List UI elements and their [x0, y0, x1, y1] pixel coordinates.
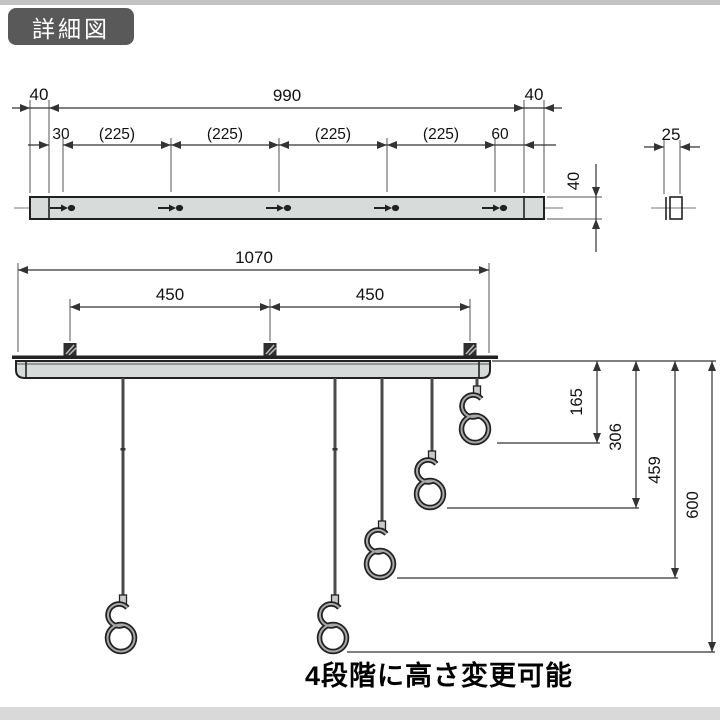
dim-section-width-label: 25	[662, 125, 681, 144]
top-view: 40 990 40 30 (225) (225)	[12, 85, 602, 252]
ceiling-plate	[12, 355, 498, 359]
hanger-hook-459	[363, 378, 397, 581]
dim-rail-height: 40	[547, 164, 602, 252]
dim-bracket-pitch-label-2: 450	[356, 285, 384, 304]
dim-right-end-label: 40	[525, 85, 544, 104]
dim-body-label: 990	[273, 86, 301, 105]
dim-first-pitch-label: 30	[52, 126, 70, 143]
top-border-strip	[0, 0, 720, 5]
dim-pitch-label-4: (225)	[423, 126, 459, 143]
section-profile	[669, 196, 683, 220]
rail-slot	[50, 204, 76, 212]
dim-pitch-label-1: (225)	[99, 126, 135, 143]
hanger-hook-600-left	[104, 378, 138, 655]
dim-drop-label-459: 459	[646, 456, 664, 484]
dim-left-end-label: 40	[30, 85, 49, 104]
dim-drop-label-600: 600	[684, 491, 702, 519]
dim-bracket-pitch: 450 450	[69, 285, 471, 341]
rail-slot	[482, 204, 508, 212]
mount-bracket	[263, 343, 277, 356]
dim-bracket-pitch-label-1: 450	[156, 285, 184, 304]
hangers	[104, 378, 492, 655]
height-adjust-caption: 4段階に高さ変更可能	[305, 661, 574, 691]
hanger-hook-306	[413, 378, 447, 511]
dim-drop-label-306: 306	[607, 423, 625, 451]
dim-row-overall: 40 990 40	[12, 85, 562, 193]
detail-badge-label: 詳細図	[32, 15, 110, 42]
dim-height-label: 40	[565, 172, 583, 190]
mount-bracket	[63, 343, 77, 356]
mount-bracket	[463, 343, 477, 356]
dim-row-pitch: 30 (225) (225) (225) (225) 60	[28, 126, 556, 192]
hanger-hook-165	[458, 378, 492, 446]
dim-pitch-label-3: (225)	[315, 126, 351, 143]
detail-badge: 詳細図	[8, 8, 134, 45]
side-rail	[15, 360, 491, 379]
rail-slots	[50, 204, 508, 212]
rail-slot	[158, 204, 184, 212]
dim-total-label: 1070	[235, 248, 273, 267]
mount-brackets	[63, 343, 477, 356]
dim-pitch-label-2: (225)	[207, 126, 243, 143]
hanger-hook-600-mid	[316, 378, 350, 655]
side-view: 1070 450 450	[12, 248, 716, 655]
dim-last-pitch-label: 60	[491, 126, 509, 143]
dim-total-width: 1070	[17, 248, 490, 353]
cross-section-view: 25	[644, 125, 700, 220]
dim-drop-label-165: 165	[568, 388, 586, 416]
dim-hook-drops: 165 306 459 600	[347, 360, 716, 653]
rail-slot	[266, 204, 292, 212]
rail-slot	[374, 204, 400, 212]
bottom-border-strip	[0, 707, 720, 720]
